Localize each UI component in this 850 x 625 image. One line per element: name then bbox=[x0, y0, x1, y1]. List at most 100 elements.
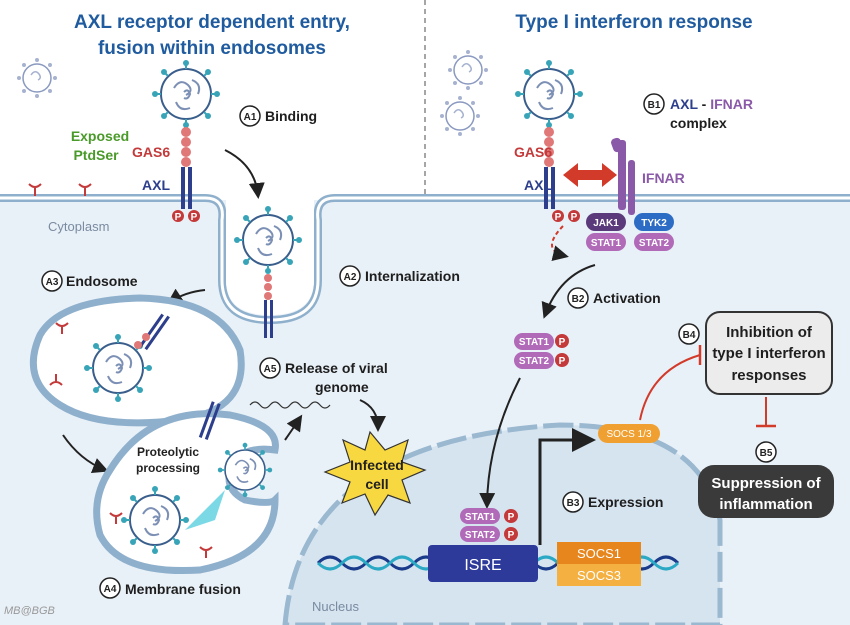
svg-text:B2: B2 bbox=[572, 294, 585, 305]
phospho-icon bbox=[504, 509, 518, 523]
suppression-box bbox=[698, 465, 834, 518]
socs-protein-pill bbox=[598, 424, 660, 443]
phospho-icon bbox=[555, 334, 569, 348]
axl-left-label: AXL bbox=[142, 177, 170, 193]
gas6-right-label: GAS6 bbox=[514, 144, 552, 160]
svg-text:inflammation: inflammation bbox=[719, 496, 812, 513]
step-label-a5-line2: genome bbox=[315, 379, 369, 395]
svg-text:STAT2: STAT2 bbox=[465, 530, 496, 541]
tyk2-pill bbox=[634, 213, 674, 231]
gas6-bridge bbox=[181, 127, 191, 167]
phospho-icon bbox=[555, 353, 569, 367]
jak1-pill bbox=[586, 213, 626, 231]
step-label-b3: Expression bbox=[588, 494, 663, 510]
inhibition-box bbox=[705, 311, 833, 395]
arrow-b2 bbox=[541, 264, 596, 319]
inhibition-line bbox=[639, 354, 701, 421]
infected-label: Infected bbox=[350, 457, 404, 473]
stat2-pill bbox=[634, 233, 674, 251]
step-badge-a1 bbox=[239, 105, 261, 127]
right-title: Type I interferon response bbox=[515, 12, 752, 33]
b1-complex-label: complex bbox=[670, 115, 727, 131]
virus-icon bbox=[120, 485, 190, 555]
watermark: MB@BGB bbox=[4, 605, 55, 617]
stat1-nuclear-pill bbox=[460, 508, 500, 524]
step-label-a1: Binding bbox=[265, 108, 317, 124]
arrow-a1 bbox=[224, 149, 265, 199]
phospho-icon bbox=[188, 210, 200, 222]
small-virus-icon bbox=[16, 57, 58, 99]
left-title-line1: AXL receptor dependent entry, bbox=[74, 12, 350, 33]
ptdser-markers bbox=[49, 322, 69, 386]
stat2-active-pill bbox=[514, 352, 554, 369]
ifnar-receptor bbox=[611, 137, 635, 215]
processing-label: processing bbox=[136, 461, 200, 475]
exposed-label: Exposed bbox=[71, 128, 129, 144]
svg-text:STAT1: STAT1 bbox=[519, 337, 550, 348]
step-badge-b3 bbox=[562, 491, 584, 513]
step-label-a3: Endosome bbox=[66, 273, 138, 289]
step-badge-b5 bbox=[755, 441, 777, 463]
step-badge-a3 bbox=[41, 270, 63, 292]
arrow-a4-a5 bbox=[284, 414, 303, 441]
interaction-double-arrow bbox=[563, 163, 617, 187]
svg-text:P: P bbox=[191, 212, 198, 223]
svg-text:responses: responses bbox=[731, 367, 806, 384]
cell-label: cell bbox=[365, 476, 388, 492]
step-label-b2: Activation bbox=[593, 290, 661, 306]
svg-text:TYK2: TYK2 bbox=[641, 218, 667, 229]
svg-text:STAT2: STAT2 bbox=[519, 356, 550, 367]
step-badge-b1 bbox=[643, 93, 665, 115]
virus-icon bbox=[217, 441, 274, 499]
step-label-a2: Internalization bbox=[365, 268, 460, 284]
step-badge-b2 bbox=[567, 287, 589, 309]
infected-cell-burst bbox=[323, 430, 427, 517]
virus-icon bbox=[233, 205, 303, 275]
svg-text:P: P bbox=[555, 212, 562, 223]
svg-text:A2: A2 bbox=[344, 272, 357, 283]
ptdser-markers bbox=[109, 512, 213, 558]
svg-text:B1: B1 bbox=[648, 100, 661, 111]
svg-text:type I interferon: type I interferon bbox=[712, 345, 825, 362]
phospho-icon bbox=[172, 210, 184, 222]
svg-text:STAT1: STAT1 bbox=[465, 512, 496, 523]
svg-text:A3: A3 bbox=[46, 277, 59, 288]
svg-text:A4: A4 bbox=[104, 584, 117, 595]
dashed-phospho-arrow bbox=[551, 225, 569, 261]
phospho-icon bbox=[568, 210, 580, 222]
svg-text:P: P bbox=[559, 356, 566, 367]
svg-text:B3: B3 bbox=[567, 498, 580, 509]
nucleus-label: Nucleus bbox=[312, 599, 359, 614]
axl-right-label: AXL bbox=[524, 177, 552, 193]
small-virus-icon bbox=[447, 49, 489, 91]
svg-text:P: P bbox=[571, 212, 578, 223]
svg-text:P: P bbox=[559, 337, 566, 348]
svg-text:A1: A1 bbox=[244, 112, 257, 123]
proteolytic-arrow bbox=[185, 490, 225, 530]
viral-genome-rna bbox=[249, 401, 331, 409]
step-badge-a5 bbox=[259, 357, 281, 379]
svg-text:Suppression of: Suppression of bbox=[711, 475, 821, 492]
phospho-icon bbox=[504, 527, 518, 541]
isre-box bbox=[428, 545, 538, 582]
svg-text:A5: A5 bbox=[264, 364, 277, 375]
svg-text:B5: B5 bbox=[760, 448, 773, 459]
proteolytic-label: Proteolytic bbox=[137, 445, 199, 459]
svg-text:STAT2: STAT2 bbox=[639, 238, 670, 249]
ptdser-markers bbox=[28, 183, 92, 196]
stat1-pill bbox=[586, 233, 626, 251]
arrow-expression bbox=[538, 428, 596, 545]
socs1-box bbox=[557, 542, 641, 564]
step-label-a4: Membrane fusion bbox=[125, 581, 241, 597]
step-label-a5-line1: Release of viral bbox=[285, 360, 388, 376]
cytoplasm-label: Cytoplasm bbox=[48, 219, 109, 234]
b1-label: AXL - IFNAR bbox=[670, 96, 753, 112]
arrow-nuclear-translocation bbox=[479, 377, 521, 509]
left-title-line2: fusion within endosomes bbox=[98, 38, 326, 59]
virus-icon bbox=[514, 59, 584, 129]
axl-receptor bbox=[181, 167, 192, 209]
phospho-icon bbox=[552, 210, 564, 222]
svg-text:SOCS 1/3: SOCS 1/3 bbox=[606, 429, 651, 440]
